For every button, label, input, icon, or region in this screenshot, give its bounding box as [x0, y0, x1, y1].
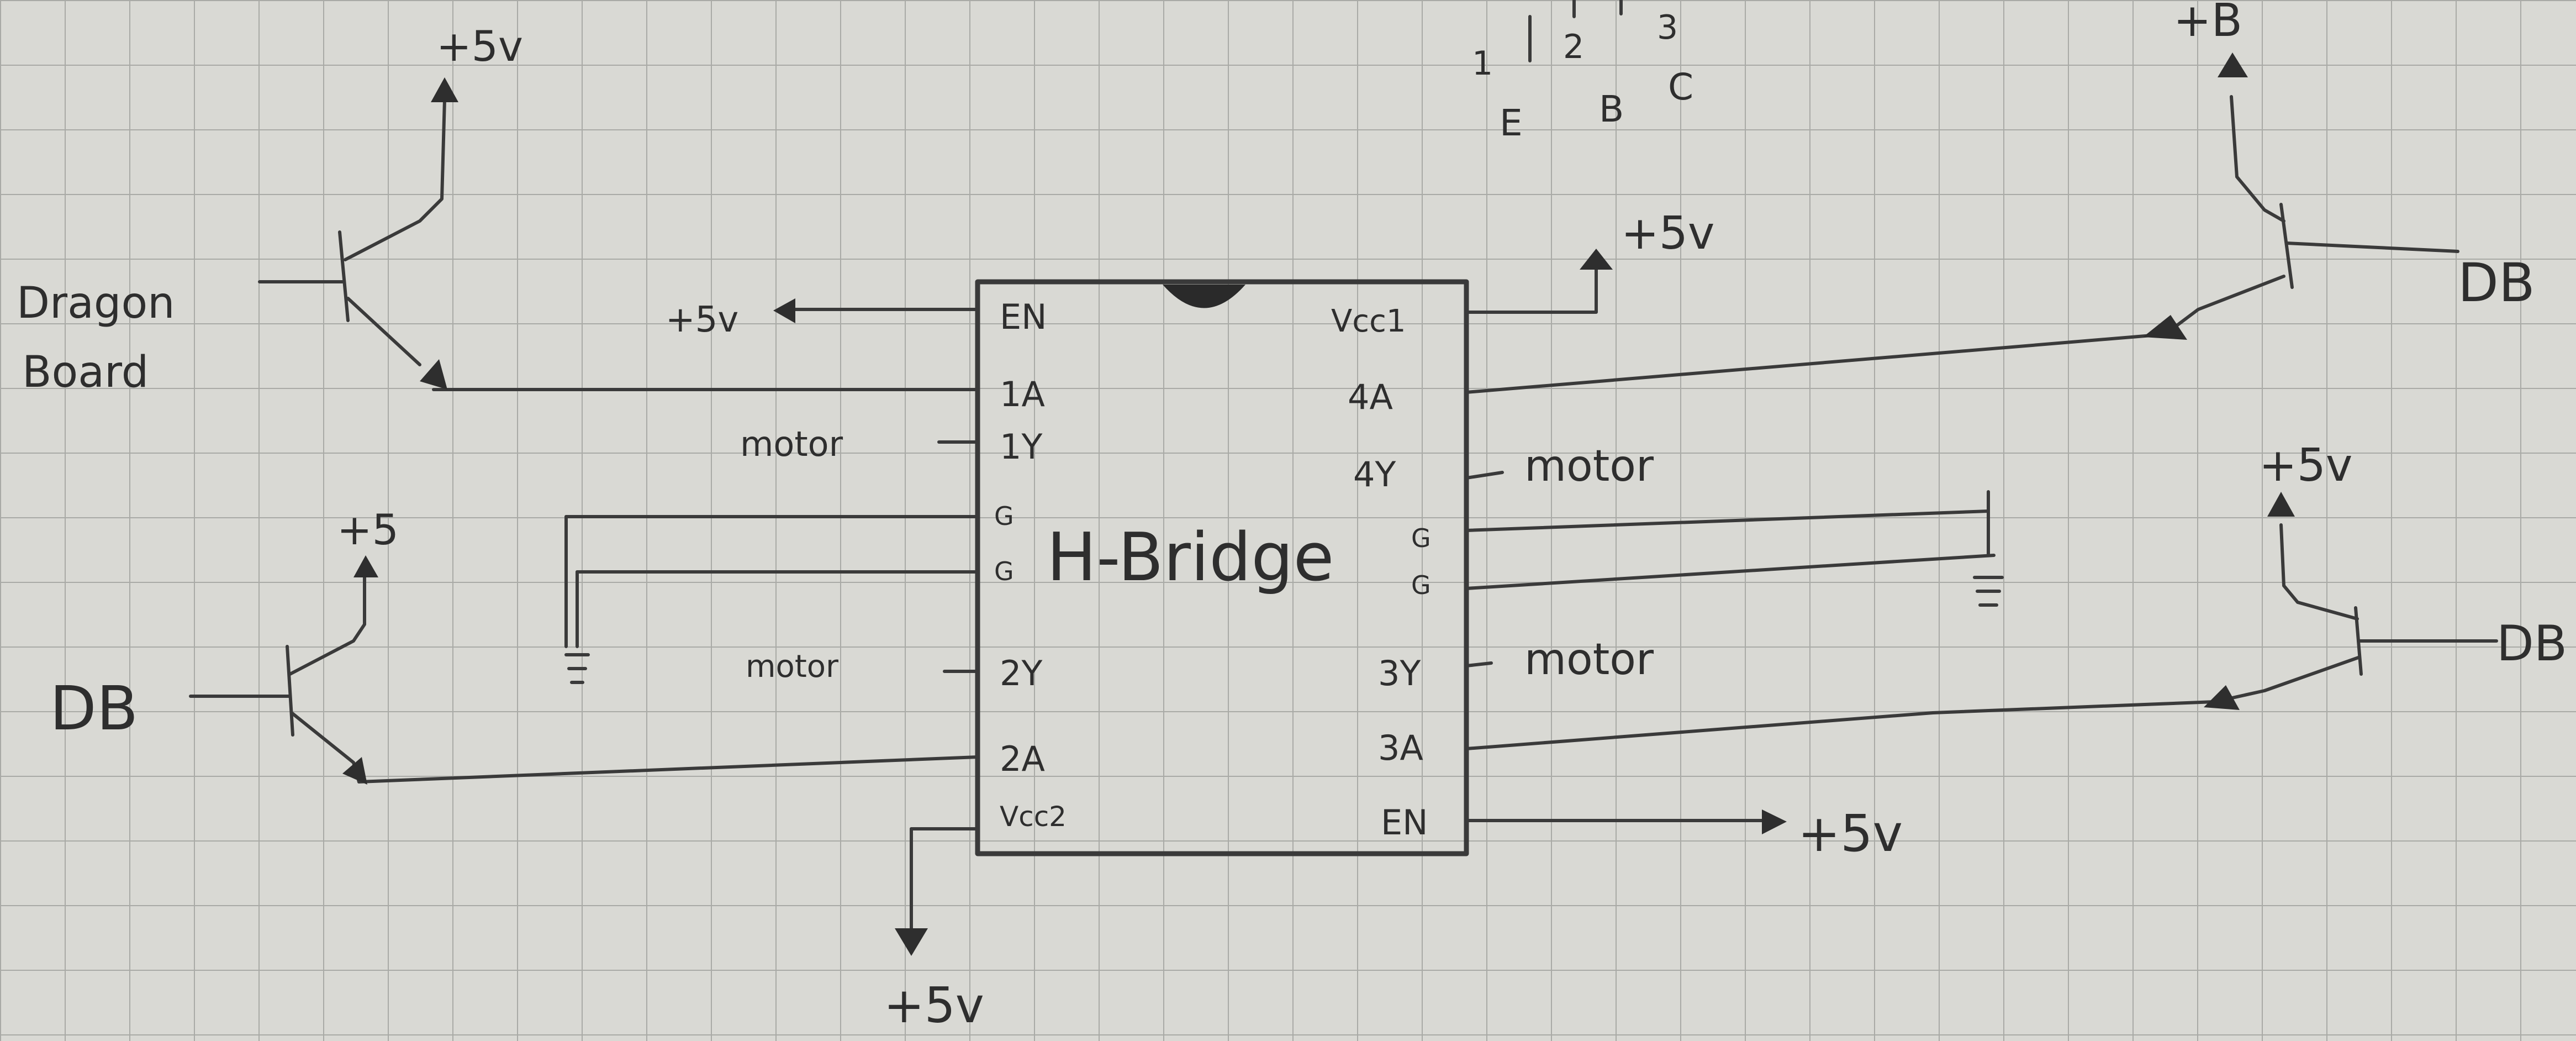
chip-right-leads [1465, 266, 2167, 822]
label-db-right-bottom: DB [2496, 615, 2567, 672]
right-ground-wiring [1973, 490, 2004, 607]
chip-left-leads [357, 308, 979, 830]
pin-label-3y: 3Y [1378, 653, 1421, 693]
chip-notch [1163, 285, 1245, 308]
label-motor-4y: motor [1524, 441, 1654, 491]
pin-label-1y: 1Y [1000, 427, 1042, 467]
arrow-emitter-dragonboard [420, 359, 447, 390]
label-motor-1y: motor [740, 424, 843, 464]
label-supply-vcc2: +5v [884, 977, 984, 1034]
transistor-dragonboard [258, 98, 446, 391]
arrow-emitter-db-right-bottom [2204, 685, 2240, 710]
arrow-emitter-db-right-top [2143, 315, 2187, 340]
pin-label-3a: 3A [1378, 728, 1423, 768]
pinout-sketch [1528, 0, 1623, 62]
pin-label-en-right: EN [1381, 802, 1428, 843]
arrow-en-left [773, 298, 795, 323]
transistor-db-right-bottom [1931, 523, 2498, 714]
pinout-number-1: 1 [1472, 44, 1493, 83]
label-supply-en-left: +5v [666, 299, 738, 340]
pinout-letter-c: C [1668, 66, 1693, 108]
pin-label-1a: 1A [1000, 374, 1045, 414]
label-supply-top-left: +5v [436, 22, 523, 71]
pin-label-g-left-1: G [994, 501, 1014, 531]
pin-label-2a: 2A [1000, 739, 1045, 779]
pinout-letter-e: E [1500, 102, 1523, 144]
pin-label-vcc1: Vcc1 [1331, 303, 1406, 339]
pin-label-g-right-2: G [1411, 570, 1431, 600]
label-supply-right-mid: +5v [2259, 439, 2352, 492]
label-supply-en-right: +5v [1798, 804, 1903, 863]
pin-label-4y: 4Y [1353, 454, 1396, 495]
arrow-vcc1 [1580, 249, 1613, 270]
h-bridge-chip-body [975, 279, 1469, 856]
label-supply-vcc1: +5v [1621, 207, 1714, 260]
arrow-supply-top-left [431, 77, 458, 102]
arrow-supply-top-right [2218, 52, 2248, 77]
label-motor-3y: motor [1524, 635, 1654, 685]
left-ground-wiring [564, 515, 590, 684]
pin-label-vcc2: Vcc2 [1000, 801, 1067, 833]
label-db-right-top: DB [2458, 252, 2535, 314]
label-dragon: Dragon [17, 278, 175, 328]
label-board: Board [22, 348, 149, 397]
pin-label-4a: 4A [1348, 377, 1393, 417]
label-supply-top-right: +B [2173, 0, 2242, 47]
label-supply-left-mid: +5 [337, 505, 399, 554]
chip-title: H-Bridge [1047, 519, 1334, 596]
arrow-supply-left-mid [353, 555, 378, 577]
arrow-supply-right-mid [2267, 492, 2295, 517]
pin-label-en-left: EN [1000, 297, 1047, 337]
arrow-emitter-db-left [342, 757, 367, 785]
label-db-left: DB [50, 673, 138, 744]
pinout-number-3: 3 [1657, 8, 1678, 47]
arrow-vcc2 [895, 928, 928, 956]
pin-label-2y: 2Y [1000, 653, 1042, 693]
pin-label-g-right-1: G [1411, 523, 1431, 553]
pin-label-g-left-2: G [994, 556, 1014, 586]
arrow-en-right [1762, 809, 1787, 834]
pinout-number-2: 2 [1563, 28, 1584, 66]
label-motor-2y: motor [746, 649, 839, 685]
pinout-letter-b: B [1599, 88, 1624, 130]
